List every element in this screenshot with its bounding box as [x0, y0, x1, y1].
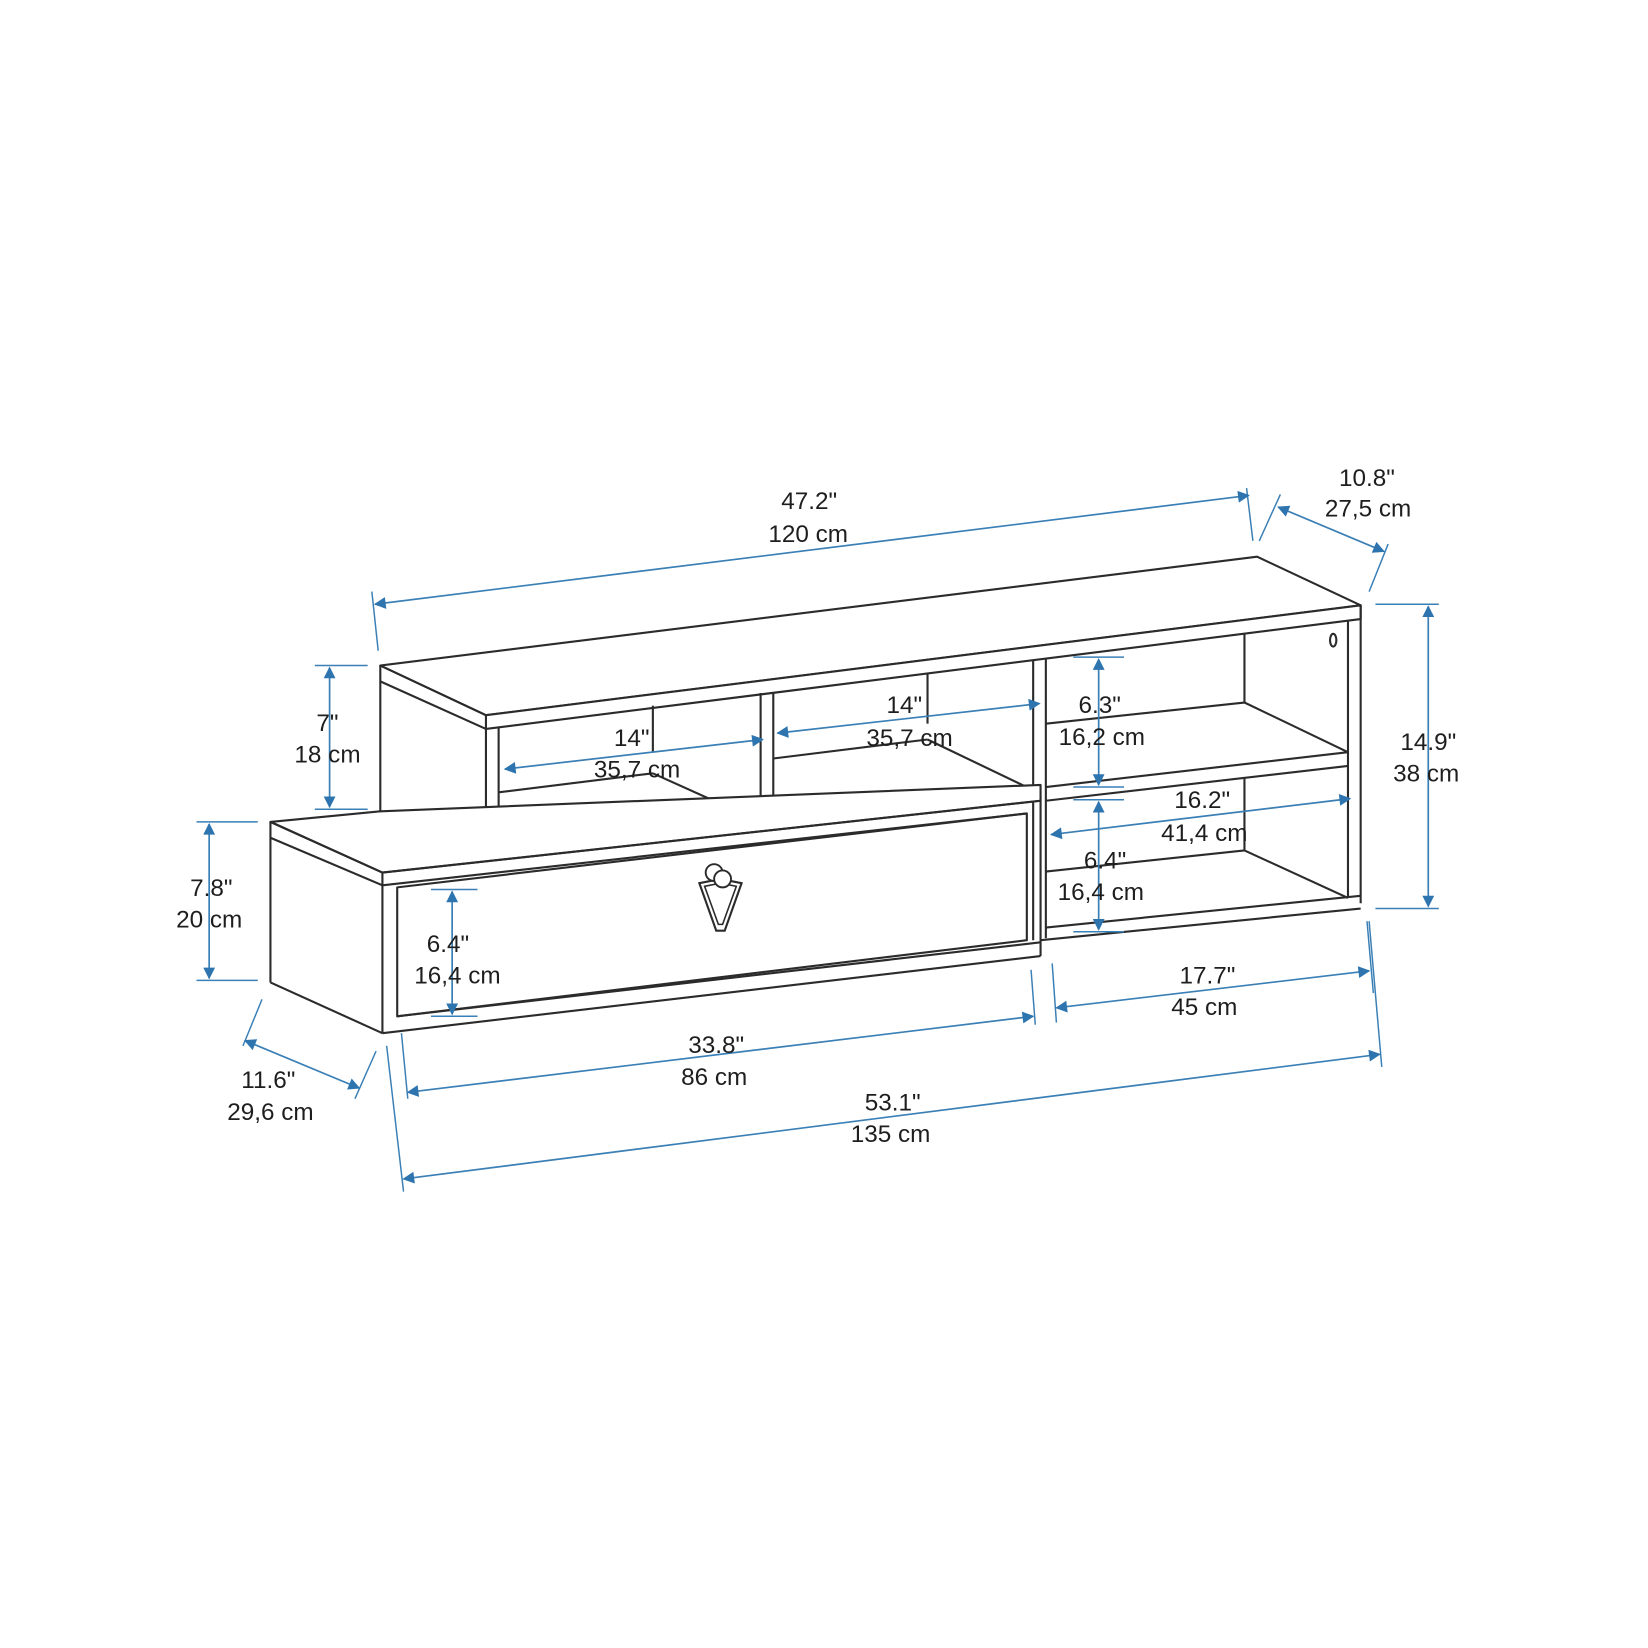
label-drawer-h-in: 6.4": [427, 931, 469, 958]
label-lower-height-in: 7.8": [190, 875, 232, 902]
label-shelf-left-in: 14": [614, 725, 650, 752]
label-upper-height-in: 7": [316, 710, 338, 737]
label-top-width-in: 47.2": [781, 488, 837, 515]
label-total-width-in: 53.1": [865, 1089, 921, 1116]
hole-icon: [1328, 632, 1338, 648]
label-right-inner-w-in: 16.2": [1174, 787, 1230, 814]
label-total-height-in: 14.9": [1400, 729, 1456, 756]
label-top-depth-in: 10.8": [1339, 465, 1395, 492]
drawer-front[interactable]: [396, 812, 1028, 1018]
label-right-upper-h-cm: 16,2 cm: [1059, 724, 1145, 751]
label-top-depth-cm: 27,5 cm: [1325, 496, 1411, 523]
label-lower-height-cm: 20 cm: [176, 907, 242, 934]
label-right-lower-h-cm: 16,4 cm: [1058, 879, 1144, 906]
label-right-width-cm: 45 cm: [1171, 994, 1237, 1021]
label-bottom-depth-in: 11.6": [241, 1067, 295, 1094]
label-total-height-cm: 38 cm: [1393, 761, 1459, 788]
label-shelf-middle-cm: 35,7 cm: [866, 725, 952, 752]
dimension-lines: [196, 487, 1439, 1192]
handle-icon: [697, 863, 744, 932]
dimension-labels: 47.2" 120 cm 10.8" 27,5 cm 7" 18 cm 7.8"…: [176, 465, 1459, 1148]
lower-module: [269, 783, 1042, 1035]
label-right-width-in: 17.7": [1180, 963, 1236, 990]
label-top-width-cm: 120 cm: [768, 521, 848, 548]
label-right-lower-h-in: 6.4": [1084, 847, 1126, 874]
label-shelf-left-cm: 35,7 cm: [594, 757, 680, 784]
label-drawer-h-cm: 16,4 cm: [414, 963, 500, 990]
label-right-inner-w-cm: 41,4 cm: [1161, 820, 1247, 847]
label-drawer-width-in: 33.8": [688, 1032, 744, 1059]
label-right-upper-h-in: 6.3": [1079, 692, 1121, 719]
label-shelf-middle-in: 14": [886, 692, 922, 719]
label-drawer-width-cm: 86 cm: [681, 1064, 747, 1091]
label-bottom-depth-cm: 29,6 cm: [227, 1099, 313, 1126]
label-total-width-cm: 135 cm: [851, 1121, 931, 1148]
label-upper-height-cm: 18 cm: [294, 742, 360, 769]
